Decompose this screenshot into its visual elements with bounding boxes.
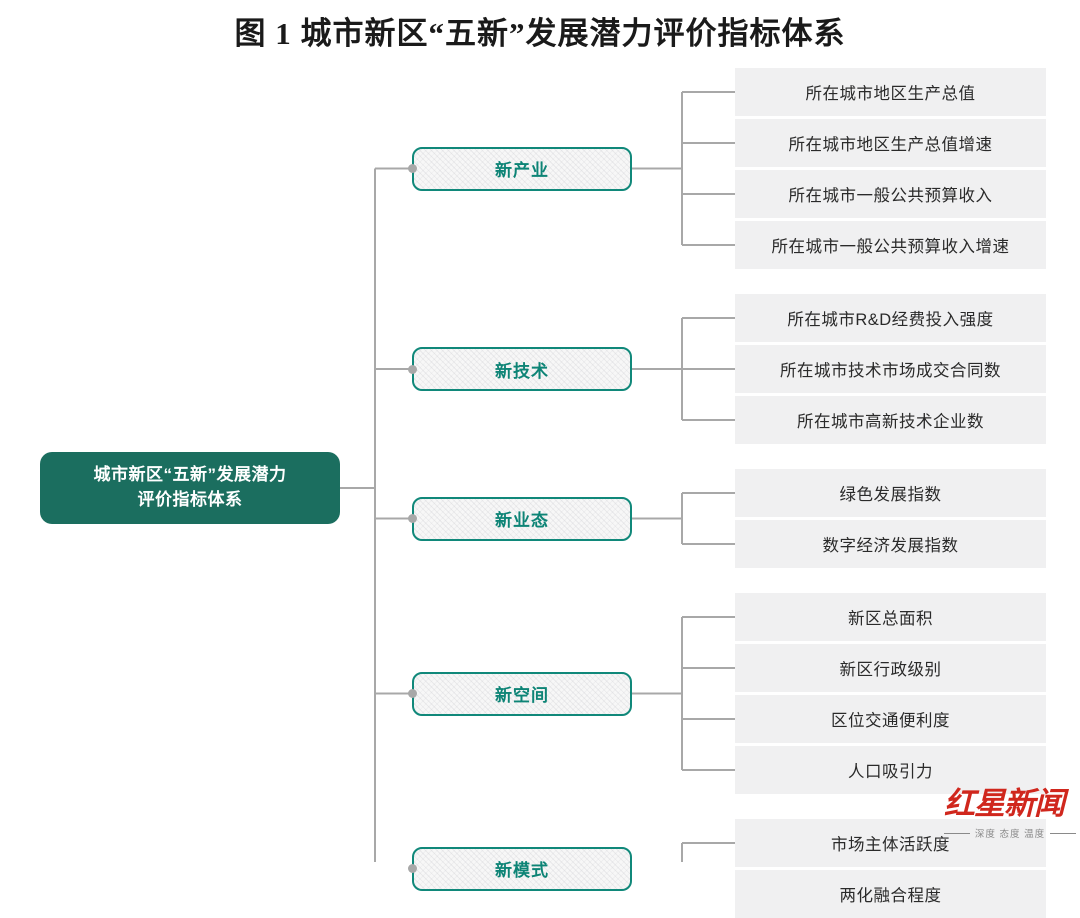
branch-node[interactable]: 新产业 <box>412 146 632 191</box>
root-label-line2: 评价指标体系 <box>137 490 243 509</box>
root-node[interactable]: 城市新区“五新”发展潜力 评价指标体系 <box>40 452 340 524</box>
leaf-node[interactable]: 绿色发展指数 <box>735 469 1046 517</box>
leaf-node-label: 绿色发展指数 <box>839 486 942 504</box>
leaf-node-label: 新区行政级别 <box>839 661 942 679</box>
branch-node[interactable]: 新模式 <box>412 846 632 891</box>
branch-node[interactable]: 新技术 <box>412 347 632 391</box>
leaf-node[interactable]: 新区总面积 <box>735 593 1046 641</box>
leaf-node-label: 所在城市高新技术企业数 <box>797 413 984 431</box>
leaf-node-label: 所在城市一般公共预算收入增速 <box>771 238 1010 256</box>
leaf-node-label: 区位交通便利度 <box>831 712 950 730</box>
leaf-node[interactable]: 区位交通便利度 <box>735 695 1046 743</box>
branch-node-label: 新产业 <box>495 161 549 180</box>
leaf-node-label: 新区总面积 <box>848 610 933 628</box>
leaf-node-label: 数字经济发展指数 <box>822 537 959 555</box>
watermark-rule-right <box>1050 832 1076 834</box>
branch-node-label: 新技术 <box>495 361 549 381</box>
leaf-node-label: 两化融合程度 <box>839 887 942 905</box>
branch-connector-dot <box>408 689 417 698</box>
branch-connector-dot <box>408 364 417 374</box>
leaf-node[interactable]: 所在城市一般公共预算收入增速 <box>735 221 1046 269</box>
branch-node-label: 新业态 <box>495 511 549 530</box>
branch-node[interactable]: 新业态 <box>412 496 632 541</box>
leaf-node[interactable]: 所在城市高新技术企业数 <box>735 396 1046 444</box>
leaf-node[interactable]: 所在城市地区生产总值 <box>735 68 1046 116</box>
leaf-node-label: 所在城市地区生产总值增速 <box>788 136 993 154</box>
leaf-node-label: 所在城市一般公共预算收入 <box>788 187 993 205</box>
leaf-node[interactable]: 数字经济发展指数 <box>735 520 1046 568</box>
leaf-node-label: 所在城市地区生产总值 <box>805 85 976 103</box>
leaf-node[interactable]: 所在城市R&D经费投入强度 <box>735 294 1046 342</box>
root-label-line1: 城市新区“五新”发展潜力 <box>93 465 287 485</box>
branch-connector-dot <box>408 514 417 523</box>
leaf-node-label: 人口吸引力 <box>848 763 933 781</box>
leaf-node-label: 市场主体活跃度 <box>831 836 950 854</box>
leaf-node[interactable]: 市场主体活跃度 <box>735 819 1046 867</box>
branch-connector-dot <box>408 864 417 873</box>
leaf-node-label: 所在城市技术市场成交合同数 <box>780 362 1001 380</box>
branch-node-label: 新空间 <box>495 686 549 705</box>
leaf-node[interactable]: 新区行政级别 <box>735 644 1046 692</box>
tree-diagram: 城市新区“五新”发展潜力 评价指标体系 新产业新技术新业态新空间新模式 所在城市… <box>40 68 1076 918</box>
branch-connector-dot <box>408 164 417 173</box>
leaf-node[interactable]: 所在城市一般公共预算收入 <box>735 170 1046 218</box>
leaf-node[interactable]: 人口吸引力 <box>735 746 1046 794</box>
leaf-node[interactable]: 两化融合程度 <box>735 870 1046 918</box>
leaf-node-label: 所在城市R&D经费投入强度 <box>787 311 994 329</box>
leaf-node[interactable]: 所在城市地区生产总值增速 <box>735 119 1046 167</box>
branch-node[interactable]: 新空间 <box>412 671 632 716</box>
leaf-node[interactable]: 所在城市技术市场成交合同数 <box>735 345 1046 393</box>
branch-node-label: 新模式 <box>495 861 549 880</box>
page-title: 图 1 城市新区“五新”发展潜力评价指标体系 <box>234 16 846 51</box>
